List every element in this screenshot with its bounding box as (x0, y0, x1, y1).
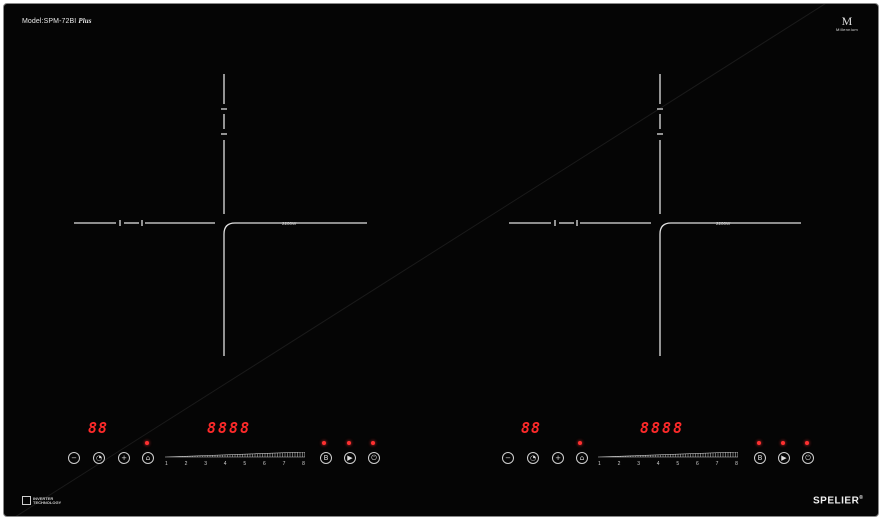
right-timer-button[interactable]: ◔ (527, 452, 539, 464)
slider-number: 1 (598, 461, 601, 467)
left-power-button[interactable]: ⏻ (368, 452, 380, 464)
slider-number: 2 (184, 461, 188, 467)
slider-number: 7 (282, 461, 286, 467)
right-power-button[interactable]: ⏻ (802, 452, 814, 464)
slider-number: 6 (695, 461, 699, 467)
right-power-led (805, 441, 809, 445)
cooktop-glass: Model:SPM-72BI Plus M Millennium (3, 3, 879, 517)
right-play-led (781, 441, 785, 445)
right-slider-track (598, 452, 738, 458)
left-slider-track (165, 452, 305, 458)
left-play-pause-button[interactable]: ▶ (344, 452, 356, 464)
slider-number: 4 (656, 461, 660, 467)
right-plus-button[interactable]: + (552, 452, 564, 464)
slider-number: 5 (676, 461, 680, 467)
right-minus-button[interactable]: − (502, 452, 514, 464)
right-power-rating: 2200W (716, 221, 731, 226)
left-power-led (371, 441, 375, 445)
slider-number: 3 (204, 461, 207, 467)
right-boost-button[interactable]: B (754, 452, 766, 464)
left-timer-display: 88 (88, 419, 109, 437)
right-slider-numbers: 1 2 3 4 5 6 7 8 (598, 461, 738, 467)
brand-name: SPELIER (813, 495, 860, 507)
left-power-rating: 2200W (282, 221, 297, 226)
m-logo-letter: M (841, 14, 853, 28)
slider-number: 2 (617, 461, 621, 467)
slider-number: 8 (302, 461, 305, 467)
slider-number: 4 (223, 461, 227, 467)
slider-number: 5 (243, 461, 247, 467)
left-timer-button[interactable]: ◔ (93, 452, 105, 464)
right-timer-display: 88 (521, 419, 542, 437)
right-boost-led (757, 441, 761, 445)
slider-number: 6 (262, 461, 266, 467)
left-play-led (347, 441, 351, 445)
left-power-display: 8888 (207, 419, 252, 437)
left-boost-button[interactable]: B (320, 452, 332, 464)
burner-markings (15, 4, 826, 516)
right-burner-cross (509, 74, 801, 356)
right-power-display: 8888 (640, 419, 685, 437)
m-logo-icon: M Millennium (834, 14, 860, 32)
left-burner-cross (74, 74, 367, 356)
left-slider-numbers: 1 2 3 4 5 6 7 8 (165, 461, 305, 467)
glass-reflection (15, 4, 826, 516)
left-boost-led (322, 441, 326, 445)
m-logo-text: Millennium (835, 27, 859, 32)
left-minus-button[interactable]: − (68, 452, 80, 464)
slider-number: 8 (735, 461, 738, 467)
slider-number: 7 (715, 461, 719, 467)
model-text: Model:SPM-72BI (22, 18, 77, 25)
left-lock-led (145, 441, 149, 445)
right-lock-button[interactable]: ⌂ (576, 452, 588, 464)
model-suffix: Plus (78, 17, 92, 25)
left-plus-button[interactable]: + (118, 452, 130, 464)
inverter-logo-box (22, 496, 31, 505)
left-lock-button[interactable]: ⌂ (142, 452, 154, 464)
brand-logo: SPELIER® (813, 495, 863, 506)
slider-number: 3 (637, 461, 640, 467)
right-play-pause-button[interactable]: ▶ (778, 452, 790, 464)
inverter-line1: INVERTER (33, 495, 54, 501)
model-label: Model:SPM-72BI Plus (22, 17, 92, 25)
inverter-line2: TECHNOLOGY (33, 499, 62, 505)
inverter-logo-text: INVERTER TECHNOLOGY (33, 495, 62, 505)
brand-symbol: ® (859, 495, 864, 501)
right-lock-led (578, 441, 582, 445)
inverter-logo-icon: INVERTER TECHNOLOGY (22, 496, 61, 505)
slider-number: 1 (165, 461, 168, 467)
